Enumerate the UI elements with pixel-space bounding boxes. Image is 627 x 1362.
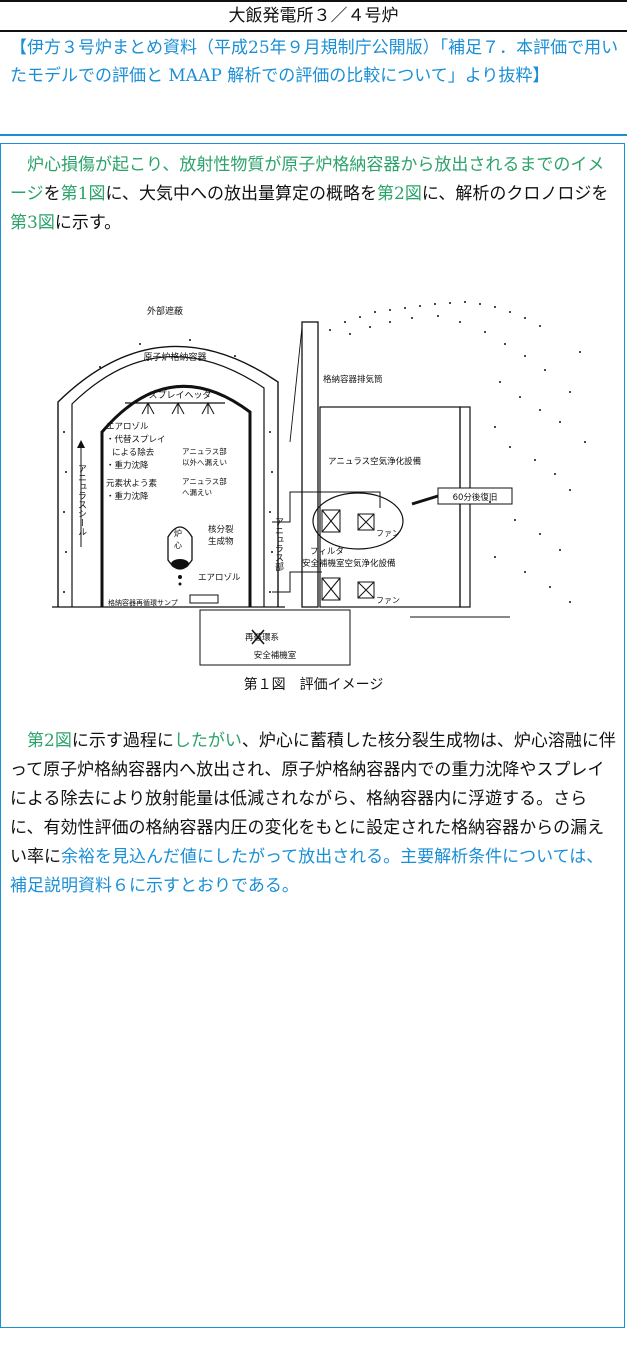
label-outer-shield: 外部遮蔽 (147, 305, 183, 317)
label-annulus-seal: アニュラスシール (76, 464, 87, 536)
filter-box (321, 509, 341, 533)
fan-box-2 (357, 581, 375, 599)
label-aux-cleanup: 安全補機室空気浄化設備 (302, 558, 396, 569)
containment-vessel (100, 384, 252, 607)
label-fission-2: 生成物 (208, 536, 234, 547)
leak-path (289, 326, 303, 443)
text-segment: を (43, 184, 61, 204)
filter-box-2 (321, 577, 341, 601)
label-removal: による除去 (112, 447, 155, 458)
figure-ref-2: 第2図 (27, 731, 72, 751)
label-sump: 格納容器再循環サンプ (108, 598, 178, 607)
label-core-2: 心 (174, 541, 182, 550)
label-filter: フィルタ (310, 547, 344, 557)
fan-box (357, 513, 375, 531)
debris-drop (178, 575, 182, 579)
label-leak-other-a: アニュラス部 (182, 446, 227, 456)
fan-cross (357, 513, 375, 531)
label-gravity-1: ・重力沈降 (106, 460, 149, 471)
label-leak-annulus-a: アニュラス部 (182, 476, 227, 486)
filter-unit-highlight (312, 492, 404, 550)
duct (272, 491, 381, 523)
spray-nozzles (141, 402, 215, 415)
label-containment: 原子炉格納容器 (143, 351, 206, 363)
filter-cross (321, 509, 341, 533)
label-leak-other-b: 以外へ漏えい (182, 457, 227, 467)
highlight-phrase: したがい (173, 731, 242, 751)
figure-caption: 第１図 評価イメージ (243, 677, 384, 693)
outer-shield-wall (57, 345, 279, 607)
sump (189, 594, 219, 604)
process-paragraph: 第2図に示す過程にしたがい、炉心に蓄積した核分裂生成物は、炉心溶融に伴って原子炉… (10, 727, 620, 901)
text-segment: に示す過程に (71, 731, 174, 751)
text-segment: に、解析のクロノロジを (421, 184, 609, 204)
text-segment: に、大気中への放出量算定の概略を (105, 184, 378, 204)
outer-shield-inner-wall (71, 356, 265, 607)
label-recirc: 再循環系 (245, 632, 279, 643)
label-aerosol: エアロゾル (106, 422, 149, 432)
auxiliary-building (319, 406, 461, 608)
label-gravity-2: ・重力沈降 (106, 491, 149, 502)
debris-drop (178, 582, 182, 586)
label-iodine: 元素状よう素 (106, 478, 158, 489)
intro-paragraph: 炉心損傷が起こり、放射性物質が原子炉格納容器から放出されるまでのイメージを第1図… (10, 151, 620, 238)
arrowhead-icon (77, 440, 85, 448)
label-fan-2: ファン (376, 596, 400, 605)
aux-room (199, 609, 351, 666)
label-annulus-cleanup: アニュラス空気浄化設備 (328, 456, 422, 467)
figure-ref-1: 第1図 (60, 184, 106, 204)
label-aerosol-small: エアロゾル (198, 573, 241, 583)
evaluation-image-figure: 外部遮蔽 原子炉格納容器 スプレイヘッダ エアロゾル ・代替スプレイ による除去… (52, 301, 586, 666)
figure-ref-3: 第3図 (10, 213, 55, 233)
divider (0, 134, 627, 136)
label-leak-annulus-b: へ漏えい (182, 487, 212, 497)
label-core-1: 炉 (174, 528, 182, 538)
content-frame (0, 143, 625, 1328)
label-fan-1: ファン (376, 529, 400, 538)
label-spray-header: スプレイヘッダ (148, 389, 211, 401)
label-annulus-part: アニュラス部 (273, 517, 284, 572)
page-header: 大飯発電所３／４号炉 (0, 0, 627, 32)
revised-phrase: 余裕を見込んだ値にしたがって放出される。主要解析条件については、補足説明資料６に… (10, 847, 604, 896)
building-wall (459, 406, 471, 608)
release-plume-dots (329, 301, 586, 603)
label-exhaust-stack: 格納容器排気筒 (323, 374, 383, 385)
text-segment: に示す。 (54, 213, 122, 233)
label-alt-spray: ・代替スプレイ (106, 434, 166, 445)
text-segment: 、炉心に蓄積した核分裂生成物は、炉心溶融に伴って原子炉格納容器内へ放出され、原子… (10, 731, 616, 867)
shield-dots (63, 339, 273, 593)
label-fission-1: 核分裂 (208, 524, 234, 535)
label-aux-room: 安全補機室 (254, 650, 297, 661)
filter-cross-2 (321, 577, 341, 601)
intro-phrase: 炉心損傷が起こり、放射性物質が原子炉格納容器から放出されるまでのイメージ (10, 155, 605, 204)
duct (272, 571, 322, 593)
fan-cross-2 (357, 581, 375, 599)
recirc-valve-icon (251, 629, 265, 645)
callout-arrow (411, 494, 439, 506)
label-recovery: 60分後復旧 (453, 492, 498, 503)
exhaust-stack (301, 321, 319, 608)
core-debris (171, 559, 189, 569)
figure-ref-2: 第2図 (377, 184, 422, 204)
source-note: 【伊方３号炉まとめ資料（平成25年９月規制庁公開版）「補足７．本評価で用いたモデ… (10, 38, 619, 86)
